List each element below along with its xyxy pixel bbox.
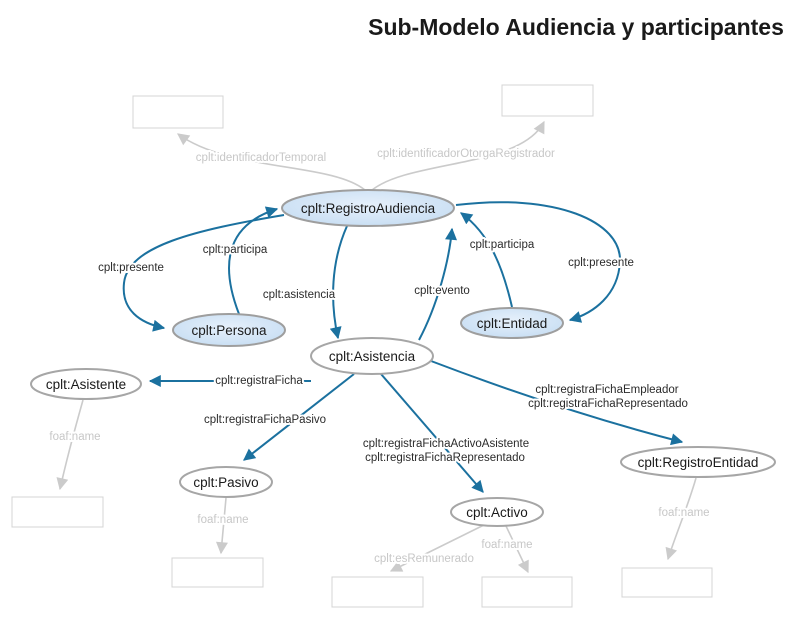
edge-foaf-name-activo — [505, 525, 529, 574]
edge-label-identificador-temporal: cplt:identificadorTemporal — [196, 152, 326, 164]
edge-registra-ficha-activo — [380, 373, 484, 493]
literal-box-es-remunerado — [331, 576, 424, 608]
node-pasivo: cplt:Pasivo — [179, 466, 273, 498]
edge-presente-right — [455, 201, 622, 323]
node-activo-shape — [450, 497, 544, 527]
edge-label-registra-ficha-representado-1: cplt:registraFichaRepresentado — [528, 398, 688, 410]
edge-label-asistencia: cplt:asistencia — [263, 289, 336, 301]
edge-presente-left — [122, 214, 285, 332]
edge-label-identificador-otorga-registrador: cplt:identificadorOtorgaRegistrador — [377, 148, 555, 160]
node-registro-entidad: cplt:RegistroEntidad — [620, 446, 776, 478]
edge-label-participa-right: cplt:participa — [470, 239, 535, 251]
blue-edges — [122, 201, 684, 493]
node-registro-entidad-shape — [620, 446, 776, 478]
edge-foaf-name-asistente — [56, 399, 84, 491]
gray-edges — [56, 120, 697, 574]
node-persona-label: cplt:Persona — [191, 323, 267, 338]
literal-box-asistente-name — [11, 496, 104, 528]
edge-evento — [418, 227, 457, 341]
edge-label-participa-left: cplt:participa — [203, 244, 268, 256]
node-asistente: cplt:Asistente — [30, 368, 142, 400]
edge-label-foaf-name-asistente: foaf:name — [49, 431, 100, 443]
edge-identificador-otorga-registrador — [371, 120, 545, 191]
node-registro-audiencia-label: cplt:RegistroAudiencia — [301, 201, 436, 216]
literal-box-identificador-otorga — [501, 84, 594, 117]
edge-registra-ficha-empleador — [430, 360, 684, 446]
node-asistencia-label: cplt:Asistencia — [329, 349, 416, 364]
edge-registra-ficha-pasivo — [243, 373, 355, 461]
edge-label-evento: cplt:evento — [414, 285, 470, 297]
node-activo: cplt:Activo — [450, 497, 544, 527]
node-entidad-shape — [460, 307, 564, 339]
node-asistencia: cplt:Asistencia — [310, 337, 434, 375]
node-registro-audiencia-shape — [281, 189, 455, 227]
node-pasivo-label: cplt:Pasivo — [193, 475, 258, 490]
edge-label-registra-ficha-representado-2: cplt:registraFichaRepresentado — [365, 452, 525, 464]
edge-label-foaf-name-registro-entidad: foaf:name — [658, 507, 709, 519]
edge-label-presente-right: cplt:presente — [568, 257, 634, 269]
literal-box-activo-name — [481, 576, 573, 608]
edge-label-es-remunerado: cplt:esRemunerado — [374, 553, 474, 565]
literal-box-pasivo-name — [171, 557, 264, 588]
literal-boxes — [11, 84, 713, 608]
edge-asistencia — [329, 225, 348, 340]
literal-box-registro-entidad-name — [621, 567, 713, 598]
edge-es-remunerado — [389, 522, 489, 572]
node-registro-entidad-label: cplt:RegistroEntidad — [638, 455, 759, 470]
node-activo-label: cplt:Activo — [466, 505, 528, 520]
node-asistente-label: cplt:Asistente — [46, 377, 126, 392]
node-entidad-label: cplt:Entidad — [477, 316, 548, 331]
literal-box-identificador-temporal — [132, 95, 224, 129]
edge-label-registra-ficha-activo-asistente: cplt:registraFichaActivoAsistente — [363, 438, 529, 450]
node-persona: cplt:Persona — [172, 313, 286, 347]
node-asistencia-shape — [310, 337, 434, 375]
node-asistente-shape — [30, 368, 142, 400]
edge-participa-right — [460, 212, 513, 308]
edge-label-foaf-name-activo: foaf:name — [481, 539, 532, 551]
edge-label-registra-ficha-empleador: cplt:registraFichaEmpleador — [535, 384, 678, 396]
edge-label-presente-left: cplt:presente — [98, 262, 164, 274]
edge-label-registra-ficha-pasivo: cplt:registraFichaPasivo — [204, 414, 326, 426]
diagram-title: Sub-Modelo Audiencia y participantes — [368, 14, 784, 40]
node-pasivo-shape — [179, 466, 273, 498]
edge-foaf-name-registro-entidad — [665, 477, 697, 561]
edge-label-registra-ficha: cplt:registraFicha — [215, 375, 303, 387]
node-registro-audiencia: cplt:RegistroAudiencia — [281, 189, 455, 227]
node-persona-shape — [172, 313, 286, 347]
edge-label-foaf-name-pasivo: foaf:name — [197, 514, 248, 526]
node-entidad: cplt:Entidad — [460, 307, 564, 339]
edge-participa-left — [228, 206, 279, 315]
edge-identificador-temporal — [177, 133, 366, 191]
edge-foaf-name-pasivo — [216, 497, 228, 555]
